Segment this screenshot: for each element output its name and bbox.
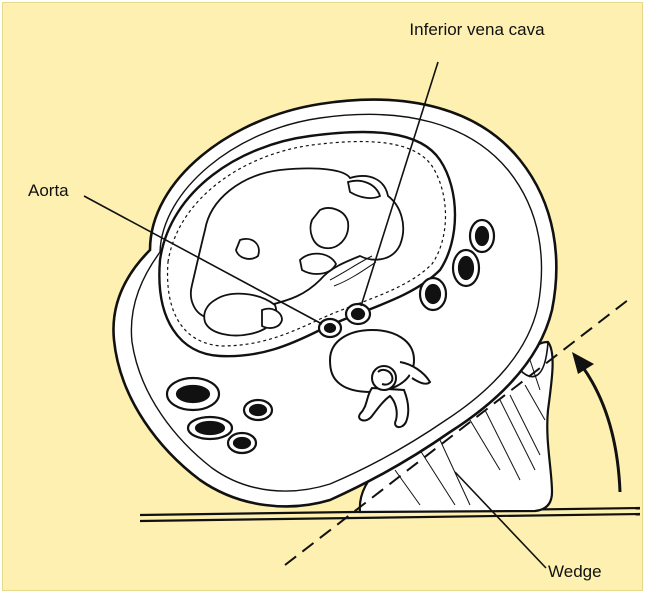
inferior-vena-cava-label: Inferior vena cava	[402, 20, 552, 40]
rotation-arrow-icon	[572, 352, 620, 492]
wedge-label: Wedge	[548, 562, 602, 582]
aorta-label: Aorta	[28, 181, 69, 201]
